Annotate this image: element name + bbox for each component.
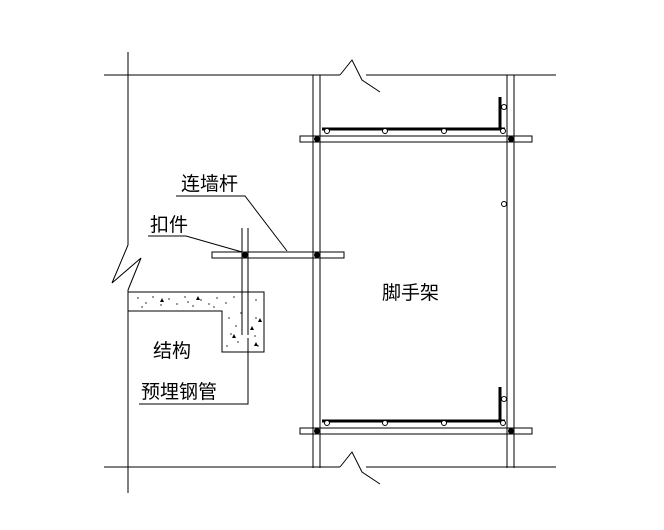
top-ledger-couplers — [314, 105, 514, 142]
scaffold-inner-standard — [313, 75, 320, 468]
top-ledger — [300, 97, 532, 142]
tie-bar — [212, 228, 344, 292]
embedded-pipe-label: 预埋钢管 — [141, 381, 217, 403]
tie-bar-label: 连墙杆 — [181, 173, 238, 195]
scaffold-label: 脚手架 — [382, 282, 439, 304]
concrete-structure — [128, 292, 264, 352]
bottom-ledger — [300, 387, 532, 434]
coupler-label: 扣件 — [150, 214, 188, 236]
bottom-ledger-couplers — [314, 397, 514, 434]
leader-lines — [139, 196, 287, 404]
outer-standard-coupler — [502, 202, 507, 207]
scaffold-outer-standard — [507, 75, 514, 468]
embedded-pipe — [242, 292, 248, 335]
left-boundary-line — [112, 52, 141, 493]
top-boundary-line — [104, 60, 556, 92]
structure-label: 结构 — [153, 340, 191, 362]
bottom-boundary-line — [104, 452, 556, 484]
